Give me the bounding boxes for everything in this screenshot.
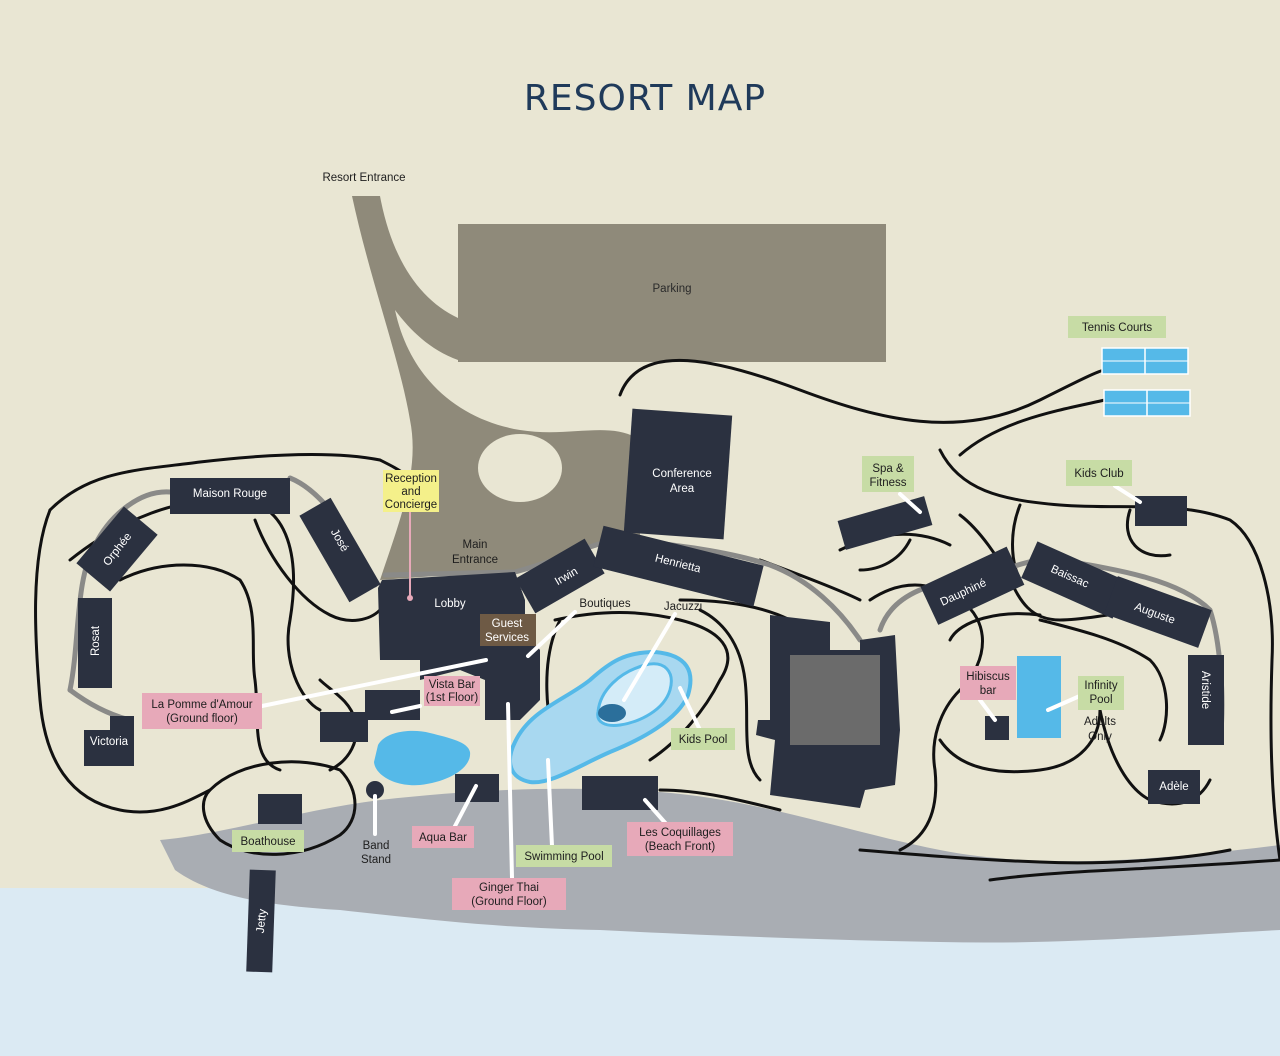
resort-entrance-label: Resort Entrance xyxy=(322,172,405,184)
villa-dauphine[interactable] xyxy=(920,546,1025,625)
adults-only-label: Adults xyxy=(1084,716,1116,728)
svg-text:Reception: Reception xyxy=(385,473,437,485)
jetty-label: Jetty xyxy=(255,908,269,934)
central-courtyard xyxy=(790,655,880,745)
jacuzzi-label: Jacuzzi xyxy=(664,601,702,613)
tennis-courts[interactable] xyxy=(1101,347,1191,417)
les-coquillages-building[interactable] xyxy=(582,776,658,810)
svg-text:Concierge: Concierge xyxy=(385,499,437,511)
villa-jose[interactable] xyxy=(299,497,381,603)
villa-auguste[interactable] xyxy=(1104,576,1212,648)
svg-text:Infinity: Infinity xyxy=(1084,680,1117,692)
villa-baissac[interactable] xyxy=(1021,541,1129,619)
tag-la-pomme-damour[interactable]: La Pomme d'Amour (Ground floor) xyxy=(142,693,262,729)
svg-text:Guest: Guest xyxy=(492,618,523,630)
conference-label-2: Area xyxy=(670,483,695,495)
lobby-label: Lobby xyxy=(434,598,466,610)
infinity-pool[interactable] xyxy=(1017,656,1061,738)
band-stand[interactable] xyxy=(366,781,384,799)
svg-text:Spa &: Spa & xyxy=(872,463,904,475)
tag-kids-pool[interactable]: Kids Pool xyxy=(671,728,735,750)
tag-spa-fitness[interactable]: Spa & Fitness xyxy=(862,456,914,492)
tag-ginger-thai[interactable]: Ginger Thai (Ground Floor) xyxy=(452,878,566,910)
svg-text:Les Coquillages: Les Coquillages xyxy=(639,827,721,839)
tag-hibiscus-bar[interactable]: Hibiscus bar xyxy=(960,666,1016,700)
villa-maison-rouge[interactable] xyxy=(170,478,290,514)
drive-island xyxy=(478,434,562,502)
tag-tennis-courts[interactable]: Tennis Courts xyxy=(1068,316,1166,338)
svg-text:Fitness: Fitness xyxy=(869,477,906,489)
tag-reception[interactable]: Reception and Concierge xyxy=(383,470,439,512)
tag-les-coquillages[interactable]: Les Coquillages (Beach Front) xyxy=(627,822,733,856)
lobby-building[interactable] xyxy=(378,572,540,720)
tag-swimming-pool[interactable]: Swimming Pool xyxy=(516,845,612,867)
villa-irwin[interactable] xyxy=(515,538,605,614)
main-entrance-label: Main xyxy=(463,539,488,551)
jetty[interactable] xyxy=(246,869,276,973)
tag-vista-bar[interactable]: Vista Bar (1st Floor) xyxy=(424,676,480,706)
victoria-label: Victoria xyxy=(90,736,129,748)
conference-area[interactable] xyxy=(623,408,733,540)
villa-henrietta[interactable] xyxy=(593,525,764,607)
leader-lines xyxy=(260,484,1142,880)
map-title: RESORT MAP xyxy=(524,78,766,119)
hibiscus-bar-building[interactable] xyxy=(985,716,1009,740)
parking-lot[interactable] xyxy=(458,224,886,362)
boathouse-building[interactable] xyxy=(258,794,302,824)
jacuzzi-tub xyxy=(598,704,626,722)
road-network xyxy=(34,358,1280,882)
pomme-building[interactable] xyxy=(320,712,368,742)
svg-text:Boathouse: Boathouse xyxy=(241,836,296,848)
svg-text:(Beach Front): (Beach Front) xyxy=(645,841,715,853)
tag-kids-club[interactable]: Kids Club xyxy=(1066,460,1132,486)
svg-text:Swimming Pool: Swimming Pool xyxy=(524,851,603,863)
svg-text:La Pomme d'Amour: La Pomme d'Amour xyxy=(151,699,252,711)
pools xyxy=(374,347,1191,786)
villa-victoria[interactable] xyxy=(84,730,134,766)
kids-club-building[interactable] xyxy=(1135,496,1187,526)
parking-label: Parking xyxy=(653,283,692,295)
tag-boathouse[interactable]: Boathouse xyxy=(232,830,304,852)
svg-text:(Ground Floor): (Ground Floor) xyxy=(471,896,547,908)
svg-text:Services: Services xyxy=(485,632,529,644)
svg-text:and: and xyxy=(401,486,420,498)
boutiques-label: Boutiques xyxy=(579,598,630,610)
tag-infinity-pool[interactable]: Infinity Pool xyxy=(1078,676,1124,710)
villa-adele[interactable] xyxy=(1148,770,1200,804)
svg-text:Kids Pool: Kids Pool xyxy=(679,734,728,746)
villa-aristide[interactable] xyxy=(1188,655,1224,745)
villa-orphee[interactable] xyxy=(76,506,158,592)
svg-text:Tennis Courts: Tennis Courts xyxy=(1082,322,1153,334)
svg-text:Vista Bar: Vista Bar xyxy=(429,679,476,691)
maison-rouge-label: Maison Rouge xyxy=(193,488,267,500)
band-stand-label-2: Stand xyxy=(361,854,391,866)
band-stand-label: Band xyxy=(363,840,390,852)
svg-text:(1st Floor): (1st Floor) xyxy=(426,692,479,704)
spa-fitness-building[interactable] xyxy=(837,496,933,550)
main-entrance-label-2: Entrance xyxy=(452,554,498,566)
conference-label: Conference xyxy=(652,468,711,480)
svg-text:Hibiscus: Hibiscus xyxy=(966,671,1010,683)
svg-text:bar: bar xyxy=(980,685,997,697)
svg-text:(Ground floor): (Ground floor) xyxy=(166,713,238,725)
svg-text:Pool: Pool xyxy=(1089,694,1112,706)
villa-rosat[interactable] xyxy=(78,598,112,688)
vista-bar-building[interactable] xyxy=(365,690,420,720)
adults-only-label-2: Only xyxy=(1088,731,1112,743)
adele-label: Adèle xyxy=(1159,781,1188,793)
svg-text:Ginger Thai: Ginger Thai xyxy=(479,882,539,894)
svg-text:Aqua Bar: Aqua Bar xyxy=(419,832,467,844)
tag-guest-services[interactable]: Guest Services xyxy=(480,614,536,646)
lagoon-pool[interactable] xyxy=(374,730,471,786)
rosat-label: Rosat xyxy=(90,625,102,656)
tag-aqua-bar[interactable]: Aqua Bar xyxy=(412,826,474,848)
aristide-label: Aristide xyxy=(1199,671,1211,709)
reception-point xyxy=(407,595,413,601)
buildings xyxy=(76,408,1224,973)
svg-text:Kids Club: Kids Club xyxy=(1074,468,1123,480)
